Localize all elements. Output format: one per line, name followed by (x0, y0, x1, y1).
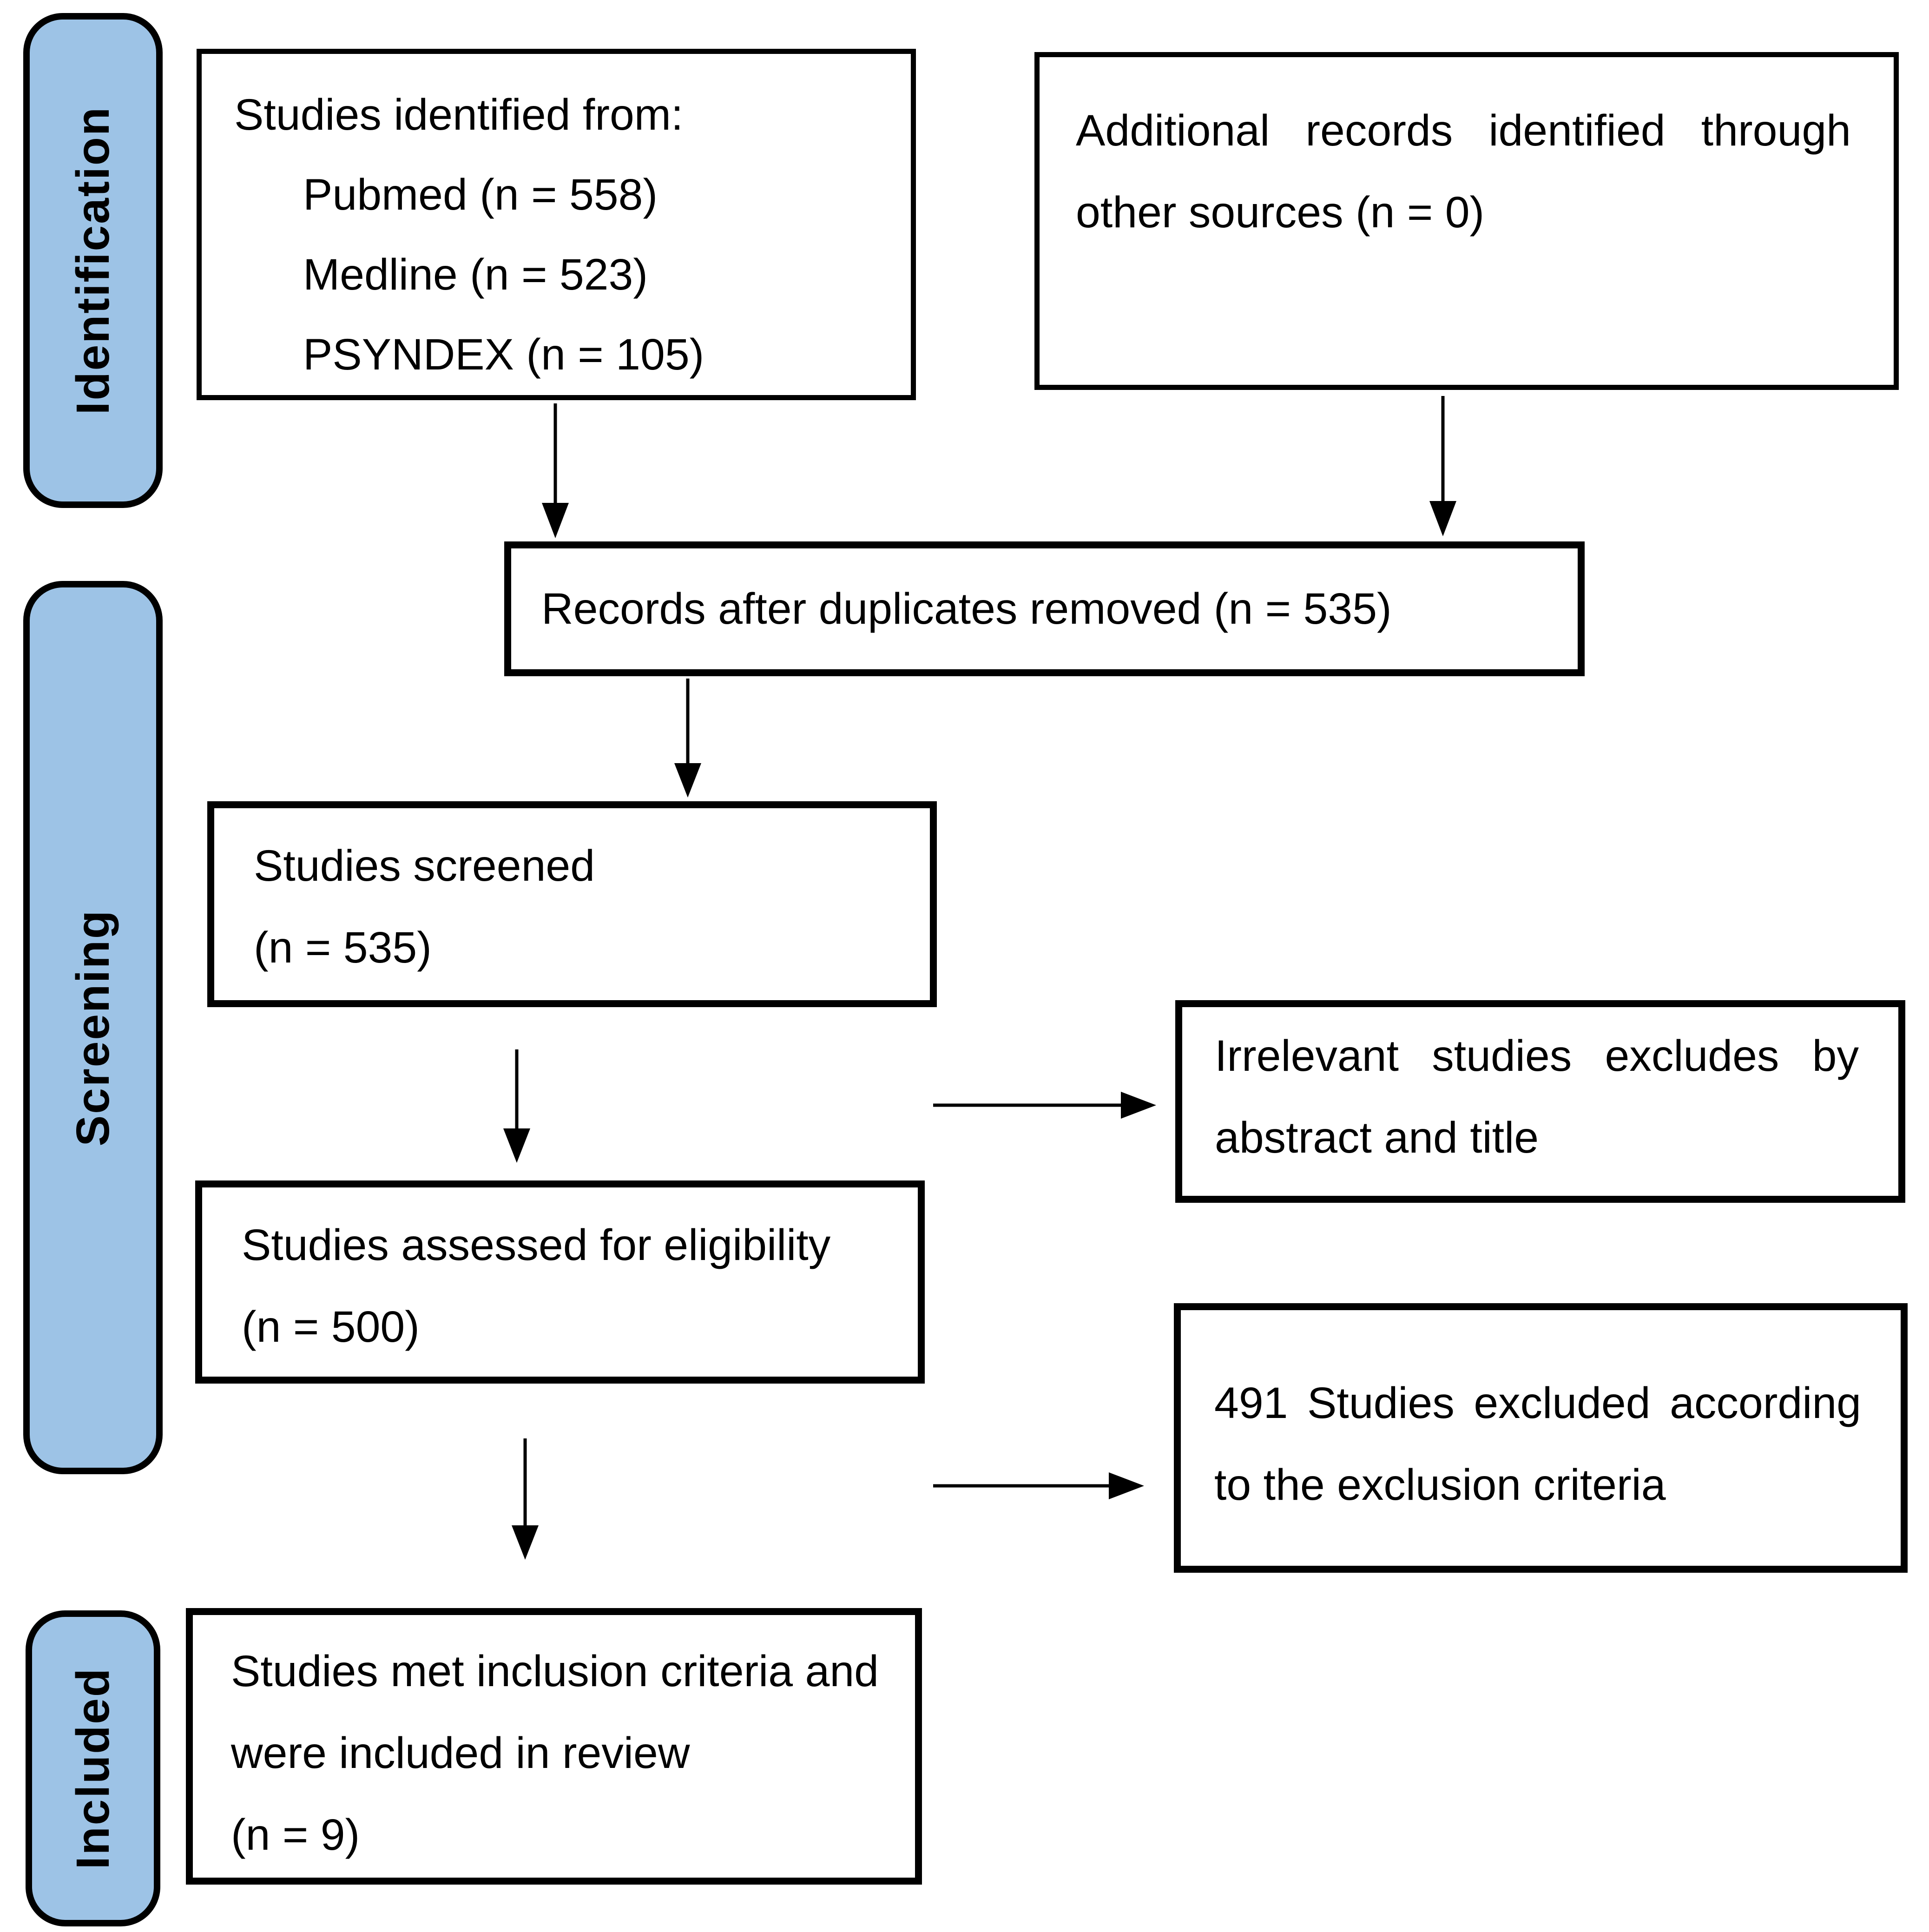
box-line-source: Pubmed (n = 558) (303, 170, 658, 219)
arrow-additional-to-dedup-icon (1429, 396, 1456, 536)
arrow-screened-to-assessed-icon (503, 1049, 530, 1163)
box-line: Studies screened (254, 841, 595, 890)
arrow-assessed-to-excluded-icon (933, 1472, 1144, 1499)
box-studies-excluded-criteria: 491 Studies excluded according to the ex… (1174, 1303, 1908, 1573)
box-line-source: Medline (n = 523) (303, 250, 648, 299)
box-records-after-duplicates: Records after duplicates removed (n = 53… (504, 541, 1585, 676)
box-line: Irrelevant studies excludes by (1215, 1031, 1859, 1081)
stage-bar-identification: Identification (23, 13, 163, 508)
stage-bar-screening: Screening (23, 581, 163, 1474)
stage-bar-included: Included (26, 1610, 160, 1926)
box-line: 491 Studies excluded according (1214, 1378, 1861, 1428)
arrow-screened-to-irrelevant-icon (933, 1092, 1156, 1119)
box-irrelevant-studies-excluded: Irrelevant studies excludes by abstract … (1175, 1000, 1905, 1203)
box-line-source: PSYNDEX (n = 105) (303, 330, 704, 379)
arrow-assessed-to-included-icon (512, 1438, 539, 1560)
box-studies-assessed: Studies assessed for eligibility (n = 50… (195, 1180, 925, 1384)
box-studies-screened: Studies screened (n = 535) (207, 801, 937, 1007)
box-studies-included: Studies met inclusion criteria and were … (186, 1608, 922, 1885)
box-line: Studies met inclusion criteria and (231, 1647, 879, 1696)
stage-label-identification: Identification (66, 106, 119, 415)
arrow-dedup-to-screened-icon (674, 679, 701, 798)
stage-label-screening: Screening (66, 909, 119, 1147)
box-additional-records: Additional records identified through ot… (1034, 52, 1899, 390)
box-line: other sources (n = 0) (1076, 188, 1485, 237)
box-line: (n = 535) (254, 923, 432, 972)
arrow-identified-to-dedup-icon (542, 403, 569, 538)
box-studies-identified: Studies identified from: Pubmed (n = 558… (197, 49, 916, 400)
box-line: Studies identified from: (234, 90, 684, 139)
stage-label-included: Included (66, 1667, 119, 1870)
box-line: (n = 9) (231, 1810, 360, 1859)
box-line: Additional records identified through (1076, 106, 1851, 155)
box-line: (n = 500) (242, 1302, 420, 1352)
box-line: abstract and title (1215, 1113, 1539, 1162)
box-line: Studies assessed for eligibility (242, 1220, 831, 1270)
box-line: to the exclusion criteria (1214, 1460, 1666, 1510)
box-line: Records after duplicates removed (n = 53… (541, 584, 1392, 633)
box-line: were included in review (231, 1728, 690, 1778)
